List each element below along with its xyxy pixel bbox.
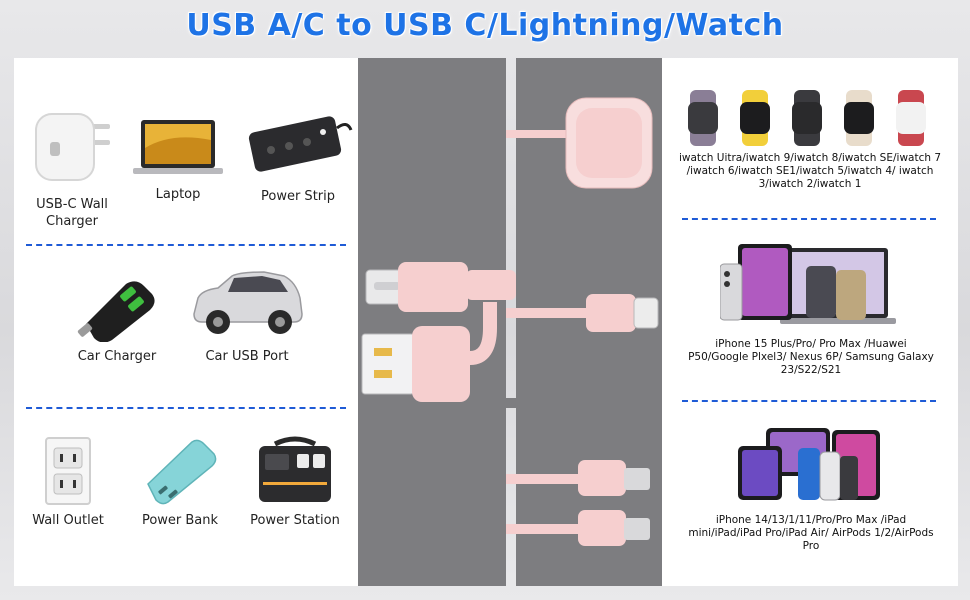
ipad-icon [738,428,880,501]
source-power-bank: Power Bank [132,436,228,529]
source-wall-charger: USB-C Wall Charger [20,110,124,230]
wall-charger-icon [35,113,110,181]
source-label: Car Charger [77,349,157,364]
phone-compatibility-text: iPhone 15 Plus/Pro/ Pro Max /Huawei P50/… [688,338,934,376]
source-wall-outlet: Wall Outlet [18,436,118,529]
source-label: Power Station [250,513,340,528]
input-cable-panel [358,58,506,586]
page-title: USB A/C to USB C/Lightning/Watch [186,8,784,43]
power-station-icon [259,436,331,502]
source-label: Power Bank [141,513,219,528]
laptop-icon [133,120,223,174]
output-cable-icon [506,97,659,546]
source-laptop: Laptop [126,118,230,203]
source-car-usb-port: Car USB Port [180,268,314,365]
source-label: USB-C Wall Charger [36,197,108,229]
power-bank-icon [147,439,217,505]
source-label: Laptop [155,187,201,202]
wall-outlet-icon [45,437,91,505]
ipad-compatibility-text: iPhone 14/13/1/11/Pro/Pro Max /iPad mini… [688,514,934,552]
separator-line [26,244,346,246]
separator-line [682,218,936,220]
source-car-charger: Car Charger [62,272,172,365]
phone-icon [720,244,896,324]
separator-line [682,400,936,402]
watch-icon [688,90,926,146]
source-label: Wall Outlet [32,513,104,528]
source-power-strip: Power Strip [238,110,358,205]
car-icon [193,271,303,334]
source-label: Car USB Port [205,349,289,364]
separator-line [26,407,346,409]
input-cable-icon [361,262,516,408]
source-power-station: Power Station [240,434,350,529]
watch-compatibility-text: iwatch Uitra/iwatch 9/iwatch 8/iwatch SE… [678,152,942,190]
car-charger-icon [77,281,155,342]
power-strip-icon [248,116,353,172]
source-label: Power Strip [261,189,335,204]
